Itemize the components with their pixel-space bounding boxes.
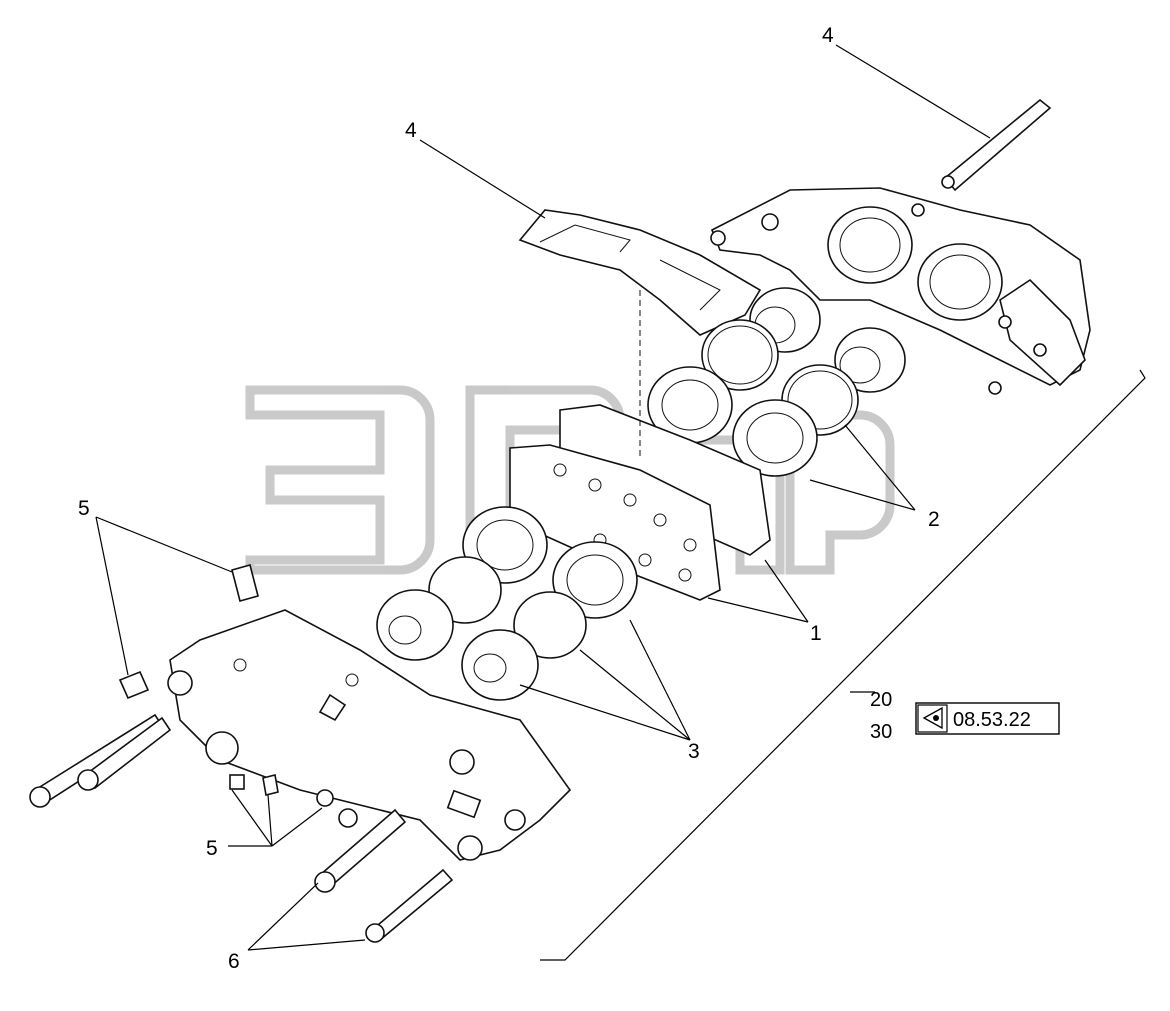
callout-6: 6 (228, 950, 240, 973)
callout-1: 1 (810, 622, 822, 645)
leader-lines (95, 44, 991, 951)
callout-2: 2 (928, 508, 940, 531)
callout-5-lower: 5 (206, 837, 218, 860)
callout-4-mid: 4 (405, 119, 417, 142)
retaining-pin (941, 98, 1052, 192)
pad-retainer-upper (518, 209, 762, 336)
callout-4-top: 4 (822, 24, 834, 47)
reference-label: 08.53.22 (953, 709, 1031, 731)
callout-20: 20 (870, 689, 892, 711)
callout-3: 3 (688, 740, 700, 763)
callout-5-upper: 5 (78, 497, 90, 520)
assembly-bracket-line (540, 369, 1146, 961)
caliper-upper-half (710, 187, 1091, 395)
pistons-lower (376, 589, 539, 701)
eye-icon (922, 706, 943, 730)
piston-seals-lower (428, 506, 638, 659)
caliper-lower-half (167, 609, 572, 861)
reference-link[interactable]: 08.53.22 (915, 702, 1060, 735)
callout-30: 30 (870, 721, 892, 743)
bolts (29, 713, 454, 943)
bleeder-fittings (118, 564, 358, 828)
